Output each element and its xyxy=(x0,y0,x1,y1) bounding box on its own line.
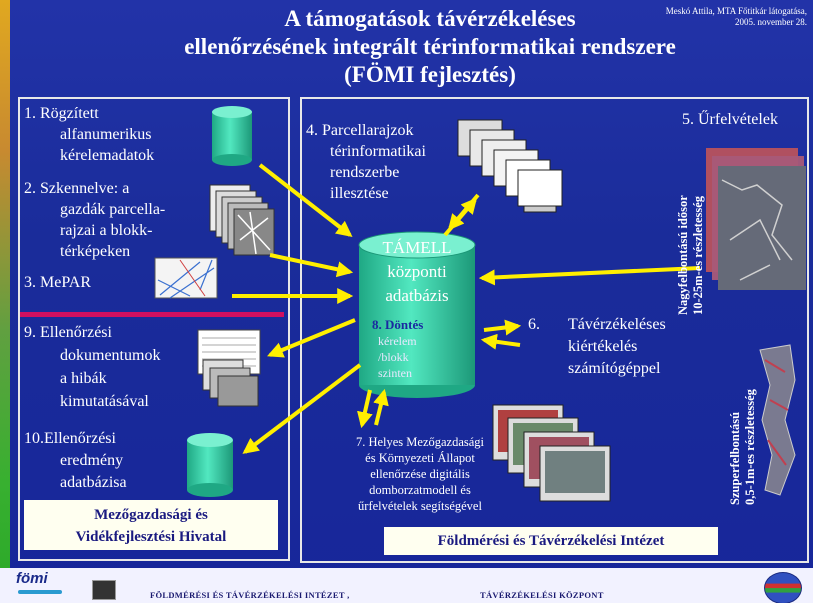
item6-line3: számítógéppel xyxy=(568,360,661,377)
small-logo-icon xyxy=(92,580,116,600)
item7-line5: űrfelvételek segítségével xyxy=(358,499,482,513)
item1-line3: kérelemadatok xyxy=(60,147,155,164)
fomi-box: Földmérési és Távérzékelési Intézet xyxy=(384,527,718,555)
author-line-1: Meskó Attila, MTA Főtitkár látogatása, xyxy=(665,6,807,16)
control-documents-icon xyxy=(197,329,261,407)
item10-line1: 10.Ellenőrzési xyxy=(24,430,116,447)
item8-line1: kérelem xyxy=(378,334,417,348)
item6-line2: kiértékelés xyxy=(568,338,638,355)
computer-stack-icon xyxy=(457,119,563,213)
left-gradient-bar xyxy=(0,0,10,603)
vertical-label-2: Szuperfelbontású 0,5-1m-es részletesség xyxy=(728,389,758,505)
item2-line2: gazdák parcella- xyxy=(60,201,166,218)
item6-line1: Távérzékeléses xyxy=(568,316,666,333)
fomi-logo: fömi xyxy=(14,570,66,600)
item4-line1: 4. Parcellarajzok xyxy=(306,122,414,139)
database-icon-10 xyxy=(187,433,233,497)
item4-line3: rendszerbe xyxy=(330,164,400,181)
item10-line3: adatbázisa xyxy=(60,474,127,491)
footer-text-1: FÖLDMÉRÉSI ÉS TÁVÉRZÉKELÉSI INTÉZET , xyxy=(150,590,350,600)
item9-line1: 9. Ellenőrzési xyxy=(24,324,112,341)
globe-logo-icon xyxy=(764,572,802,603)
item2-line4: térképeken xyxy=(60,243,131,260)
right-panel xyxy=(300,97,809,563)
analysis-screens-icon xyxy=(492,404,611,502)
item7-line3: ellenőrzése digitális xyxy=(370,467,470,481)
satellite-images-icon xyxy=(706,148,806,290)
title-line-3: (FÖMI fejlesztés) xyxy=(344,62,516,87)
item8-line2: /blokk xyxy=(378,350,409,364)
left-panel xyxy=(18,97,290,561)
mepar-map-icon xyxy=(154,257,218,299)
item9-line4: kimutatásával xyxy=(60,393,149,410)
item2-line3: rajzai a blokk- xyxy=(60,222,153,239)
flow-arrows xyxy=(232,163,701,454)
vertical-label-2-line1: Szuperfelbontású xyxy=(728,411,742,505)
footer-bar: fömi FÖLDMÉRÉSI ÉS TÁVÉRZÉKELÉSI INTÉZET… xyxy=(0,568,813,603)
item9-line3: a hibák xyxy=(60,370,107,387)
item10-line2: eredmény xyxy=(60,452,124,469)
vertical-label-1-line1: Nagyfelbontású idősor xyxy=(676,195,690,315)
author-line-2: 2005. november 28. xyxy=(735,17,807,27)
item9-line2: dokumentumok xyxy=(60,347,161,364)
vertical-label-1-line2: 10-25m-es részletesség xyxy=(691,195,705,315)
mvh-box: Mezőgazdasági és Vidékfejlesztési Hivata… xyxy=(24,500,278,550)
database-icon-1 xyxy=(212,106,252,166)
item7-line2: és Környezeti Állapot xyxy=(365,451,475,465)
scanned-maps-icon xyxy=(209,184,275,256)
fomi-logo-swoosh xyxy=(18,590,62,594)
item7-line1: 7. Helyes Mezőgazdasági xyxy=(355,435,485,449)
mvh-box-line2: Vidékfejlesztési Hivatal xyxy=(75,529,227,545)
item1-line2: alfanumerikus xyxy=(60,126,152,143)
item4-line2: térinformatikai xyxy=(330,143,426,160)
item1-line1: 1. Rögzített xyxy=(24,105,99,122)
superres-image-icon xyxy=(759,344,796,496)
item4-line4: illesztése xyxy=(330,185,389,202)
footer-text-2: TÁVÉRZÉKELÉSI KÖZPONT xyxy=(480,590,604,600)
fomi-logo-text: fömi xyxy=(16,570,48,587)
db-line3: adatbázis xyxy=(385,286,449,305)
item5-label: 5. Űrfelvételek xyxy=(682,111,778,128)
item2-line1: 2. Szkennelve: a xyxy=(24,180,130,197)
item6-number: 6. xyxy=(528,316,540,333)
mvh-box-line1: Mezőgazdasági és xyxy=(94,507,208,523)
db-line2: központi xyxy=(387,262,447,281)
item7-text: 7. Helyes Mezőgazdasági és Környezeti Ál… xyxy=(315,434,525,514)
item8-title: 8. Döntés xyxy=(372,317,424,332)
item8-line3: szinten xyxy=(378,366,412,380)
section-divider xyxy=(20,312,284,317)
item3-label: 3. MePAR xyxy=(24,274,91,291)
vertical-label-2-line2: 0,5-1m-es részletesség xyxy=(743,389,757,505)
title-line-1: A támogatások távérzékeléses xyxy=(284,6,576,31)
central-database-icon xyxy=(358,231,476,398)
vertical-label-1: Nagyfelbontású idősor 10-25m-es részlete… xyxy=(676,195,706,315)
title-line-2: ellenőrzésének integrált térinformatikai… xyxy=(184,34,676,59)
db-line1: TÁMELL xyxy=(382,238,452,257)
item7-line4: domborzatmodell és xyxy=(369,483,471,497)
